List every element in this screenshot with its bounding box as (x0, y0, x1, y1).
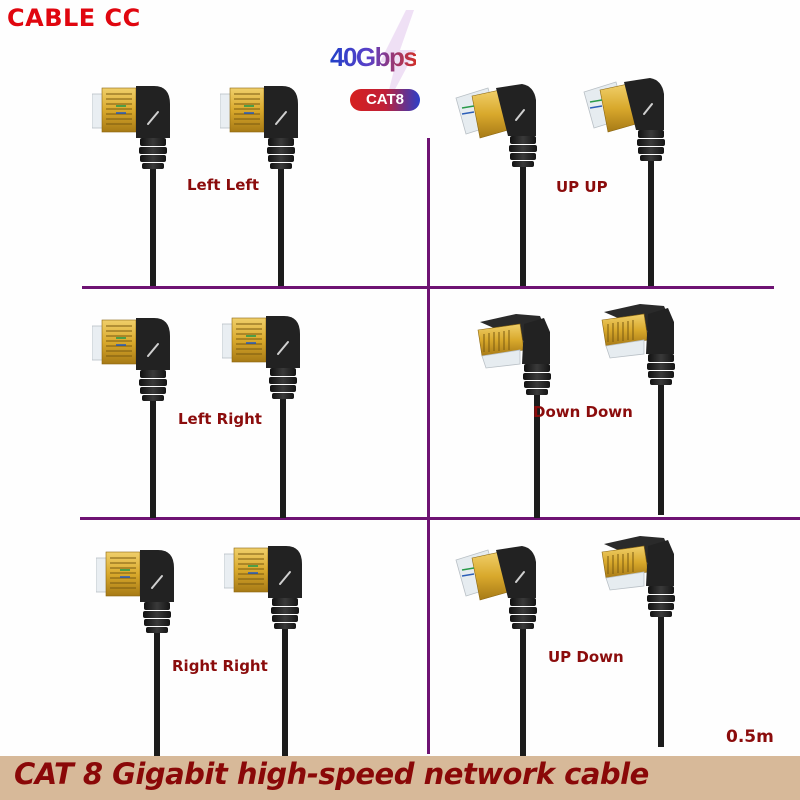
cable-left-angle-icon (92, 318, 171, 518)
panel-label: Left Right (178, 410, 262, 428)
cable-up-angle-icon (455, 546, 538, 756)
speed-badge: 40Gbps CAT8 (328, 10, 446, 111)
panel-label: UP UP (556, 178, 608, 196)
brand-logo: CABLE CC (7, 4, 141, 32)
footer-title: CAT 8 Gigabit high-speed network cable (14, 757, 649, 791)
cable-right-angle-icon (224, 546, 303, 756)
divider-column (427, 138, 430, 754)
panel-label: UP Down (548, 648, 624, 666)
cable-left-angle-icon (92, 86, 171, 286)
category-pill: CAT8 (350, 89, 420, 111)
lightning-bolt-icon (380, 10, 416, 110)
cable-down-angle-icon (601, 535, 676, 748)
speed-text: 40Gbps (330, 42, 418, 72)
panel-label: Right Right (172, 657, 268, 675)
panel-label: Left Left (187, 176, 260, 194)
cable-right-angle-icon (96, 550, 175, 756)
cable-length-label: 0.5m (726, 727, 774, 747)
footer-banner: CAT 8 Gigabit high-speed network cable (0, 756, 800, 800)
divider-row-2 (80, 517, 800, 520)
cable-up-angle-icon (455, 84, 538, 286)
panel-label: Down Down (533, 403, 633, 421)
